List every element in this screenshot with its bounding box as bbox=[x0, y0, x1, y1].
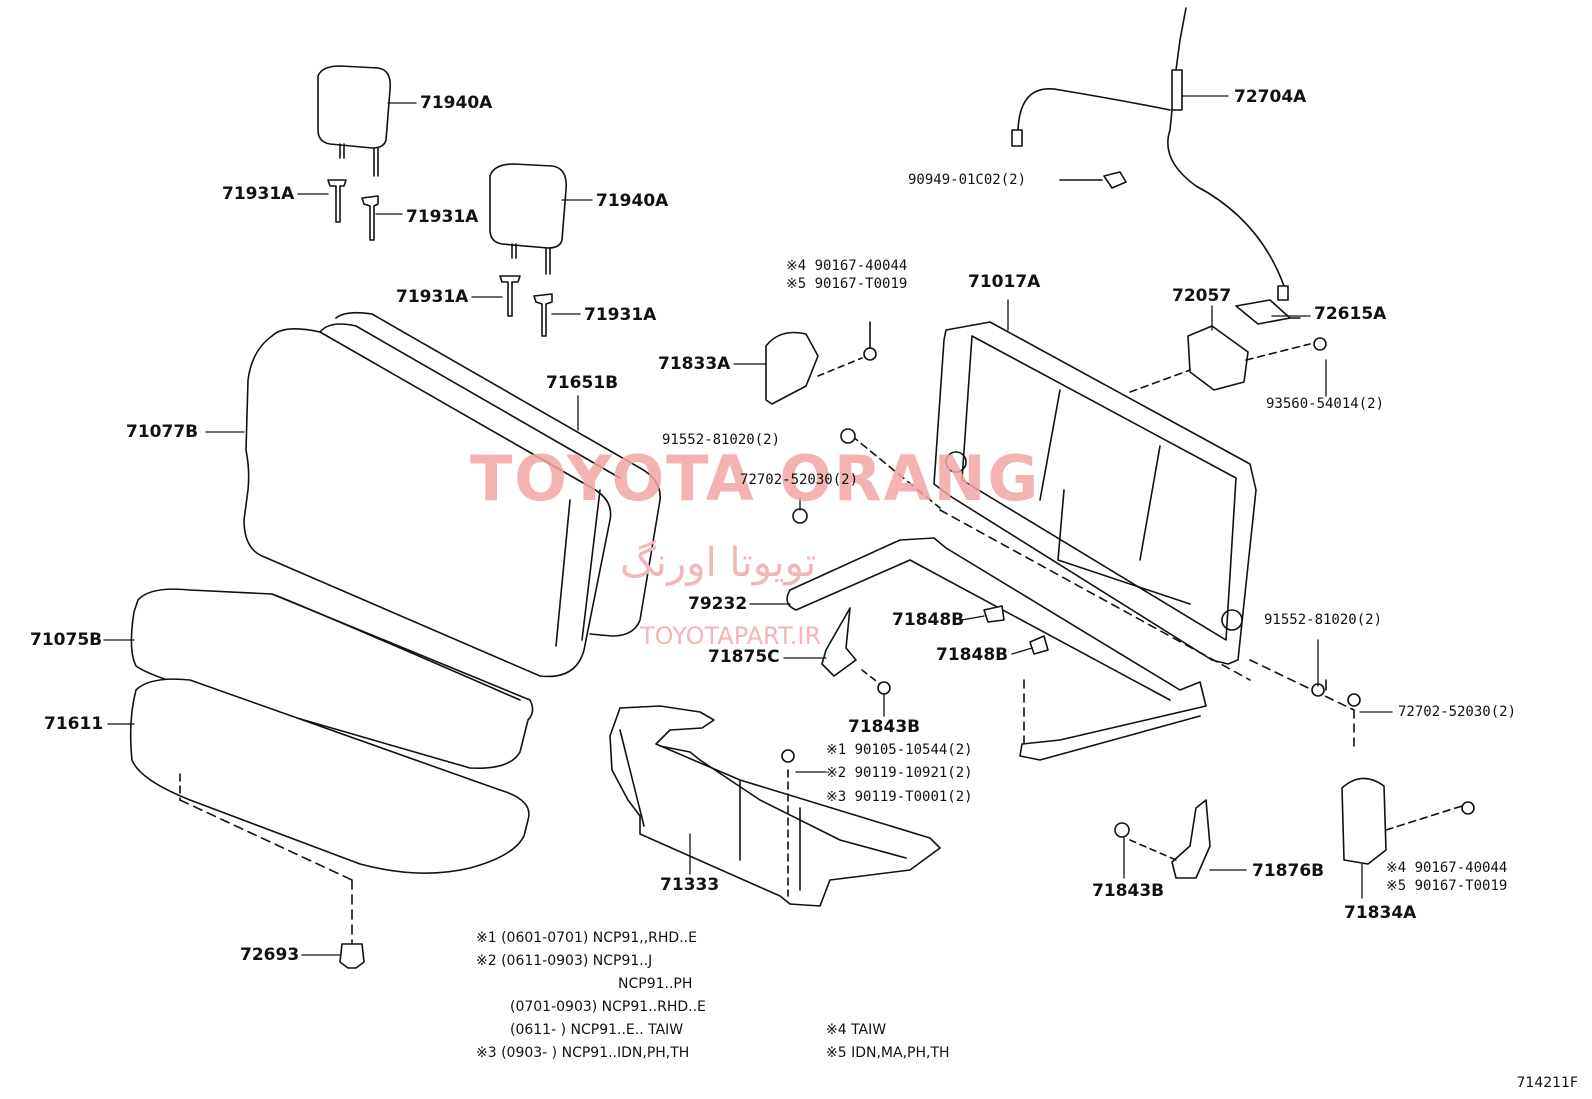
part-label: 71833A bbox=[658, 354, 731, 374]
bolt-label: 90949-01C02(2) bbox=[908, 172, 1027, 188]
part-label: 71940A bbox=[596, 191, 669, 211]
seat-lower-frame bbox=[786, 435, 1355, 761]
applicability-note: NCP91..PH bbox=[618, 976, 693, 992]
part-label: 71333 bbox=[660, 875, 720, 895]
part-label: 79232 bbox=[688, 594, 748, 614]
applicability-note: (0611- ) NCP91..E.. TAIW bbox=[510, 1022, 684, 1038]
lock-bracket bbox=[1129, 299, 1327, 393]
bolt-label: ※5 90167-T0019 bbox=[1386, 878, 1508, 894]
part-label: 71843B bbox=[848, 717, 921, 737]
bolt-label: 93560-54014(2) bbox=[1266, 396, 1385, 412]
bolt-label: ※1 90105-10544(2) bbox=[826, 742, 973, 758]
bolt-label: ※4 90167-40044 bbox=[786, 258, 908, 274]
part-label: 71931A bbox=[584, 305, 657, 325]
diagram-code: 714211F bbox=[1516, 1075, 1579, 1091]
part-label: 71848B bbox=[892, 610, 965, 630]
part-label: 71876B bbox=[1252, 861, 1325, 881]
part-label: 71077B bbox=[126, 422, 199, 442]
seat-bracket-left bbox=[821, 607, 891, 695]
bolt-label: 91552-81020(2) bbox=[662, 432, 781, 448]
applicability-note: ※2 (0611-0903) NCP91..J bbox=[476, 953, 653, 969]
part-label: 71931A bbox=[396, 287, 469, 307]
bolt-label: 72702-52030(2) bbox=[740, 472, 859, 488]
seatback-frame bbox=[933, 321, 1257, 665]
applicability-note: ※1 (0601-0701) NCP91,,RHD..E bbox=[476, 930, 697, 946]
part-label: 71875C bbox=[708, 647, 780, 667]
part-label: 71017A bbox=[968, 272, 1041, 292]
bolt-label: 72702-52030(2) bbox=[1398, 704, 1517, 720]
part-label: 71834A bbox=[1344, 903, 1417, 923]
bolt-label: ※3 90119-T0001(2) bbox=[826, 789, 973, 805]
applicability-note: (0701-0903) NCP91..RHD..E bbox=[510, 999, 706, 1015]
watermark-title: TOYOTA ORANG bbox=[470, 442, 1041, 515]
hinge-cover-right bbox=[1341, 777, 1475, 865]
applicability-note: ※4 TAIW bbox=[826, 1022, 887, 1038]
part-label: 72615A bbox=[1314, 304, 1387, 324]
headrest-1 bbox=[317, 65, 392, 177]
part-label: 72704A bbox=[1234, 87, 1307, 107]
part-label: 71940A bbox=[420, 93, 493, 113]
watermark-persian: تویوتا اورنگ bbox=[620, 540, 817, 586]
leader-lines bbox=[103, 95, 1393, 956]
seat-under-frame bbox=[609, 705, 941, 907]
bolt-label: ※5 90167-T0019 bbox=[786, 276, 908, 292]
release-cable bbox=[1011, 7, 1289, 301]
bolt-label: ※4 90167-40044 bbox=[1386, 860, 1508, 876]
part-label: 72057 bbox=[1172, 286, 1232, 306]
seat-cushion bbox=[129, 588, 534, 969]
applicability-note: ※5 IDN,MA,PH,TH bbox=[826, 1045, 950, 1061]
headrest-2 bbox=[489, 163, 568, 275]
part-label: 71611 bbox=[44, 714, 104, 734]
part-label: 71931A bbox=[406, 207, 479, 227]
headrest-guides bbox=[327, 179, 553, 337]
part-label: 71651B bbox=[546, 373, 619, 393]
hinge-cover-left bbox=[765, 321, 877, 405]
applicability-note: ※3 (0903- ) NCP91..IDN,PH,TH bbox=[476, 1045, 690, 1061]
seat-back bbox=[243, 311, 661, 678]
part-label: 71075B bbox=[30, 630, 103, 650]
bolt-label: ※2 90119-10921(2) bbox=[826, 765, 973, 781]
part-label: 71848B bbox=[936, 645, 1009, 665]
seat-bracket-right bbox=[792, 428, 1361, 879]
part-label: 71931A bbox=[222, 184, 295, 204]
bolt-label: 91552-81020(2) bbox=[1264, 612, 1383, 628]
watermark-site: TOYOTAPART.IR bbox=[640, 622, 822, 650]
part-label: 72693 bbox=[240, 945, 300, 965]
part-label: 71843B bbox=[1092, 881, 1165, 901]
